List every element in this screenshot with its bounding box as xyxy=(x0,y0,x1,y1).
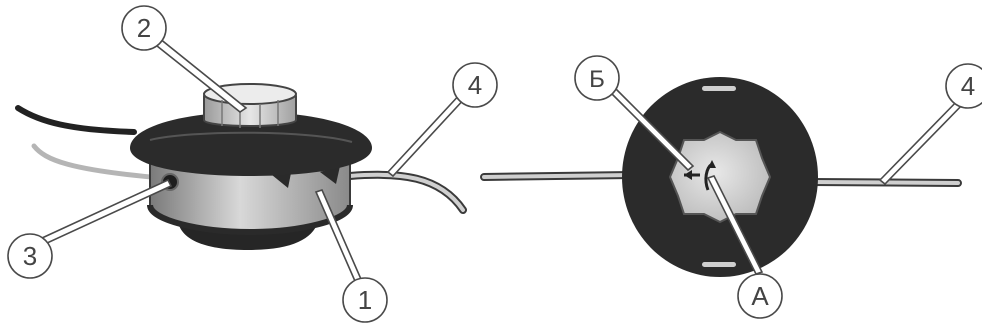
callout-1: 1 xyxy=(342,277,388,323)
callout-label: 1 xyxy=(358,285,372,315)
callout-label: Б xyxy=(589,66,605,93)
callout-label: 2 xyxy=(137,13,151,43)
callout-label: 4 xyxy=(961,71,975,101)
callout-4-right: 4 xyxy=(945,63,982,109)
callout-3: 3 xyxy=(7,233,53,279)
callout-4-left: 4 xyxy=(452,62,498,108)
callout-a: A xyxy=(737,273,783,319)
callout-label: 3 xyxy=(23,241,37,271)
center-knob xyxy=(668,130,772,224)
trimmer-line-light xyxy=(31,143,165,181)
head-cap xyxy=(130,112,372,176)
left-view-trimmer-head xyxy=(15,83,467,250)
right-callout-leaders xyxy=(604,82,969,275)
callout-label: 4 xyxy=(468,70,482,100)
callout-2: 2 xyxy=(121,5,167,51)
callout-label: A xyxy=(751,281,769,311)
trimmer-line-dark xyxy=(15,105,137,135)
callout-b: Б xyxy=(574,55,620,101)
